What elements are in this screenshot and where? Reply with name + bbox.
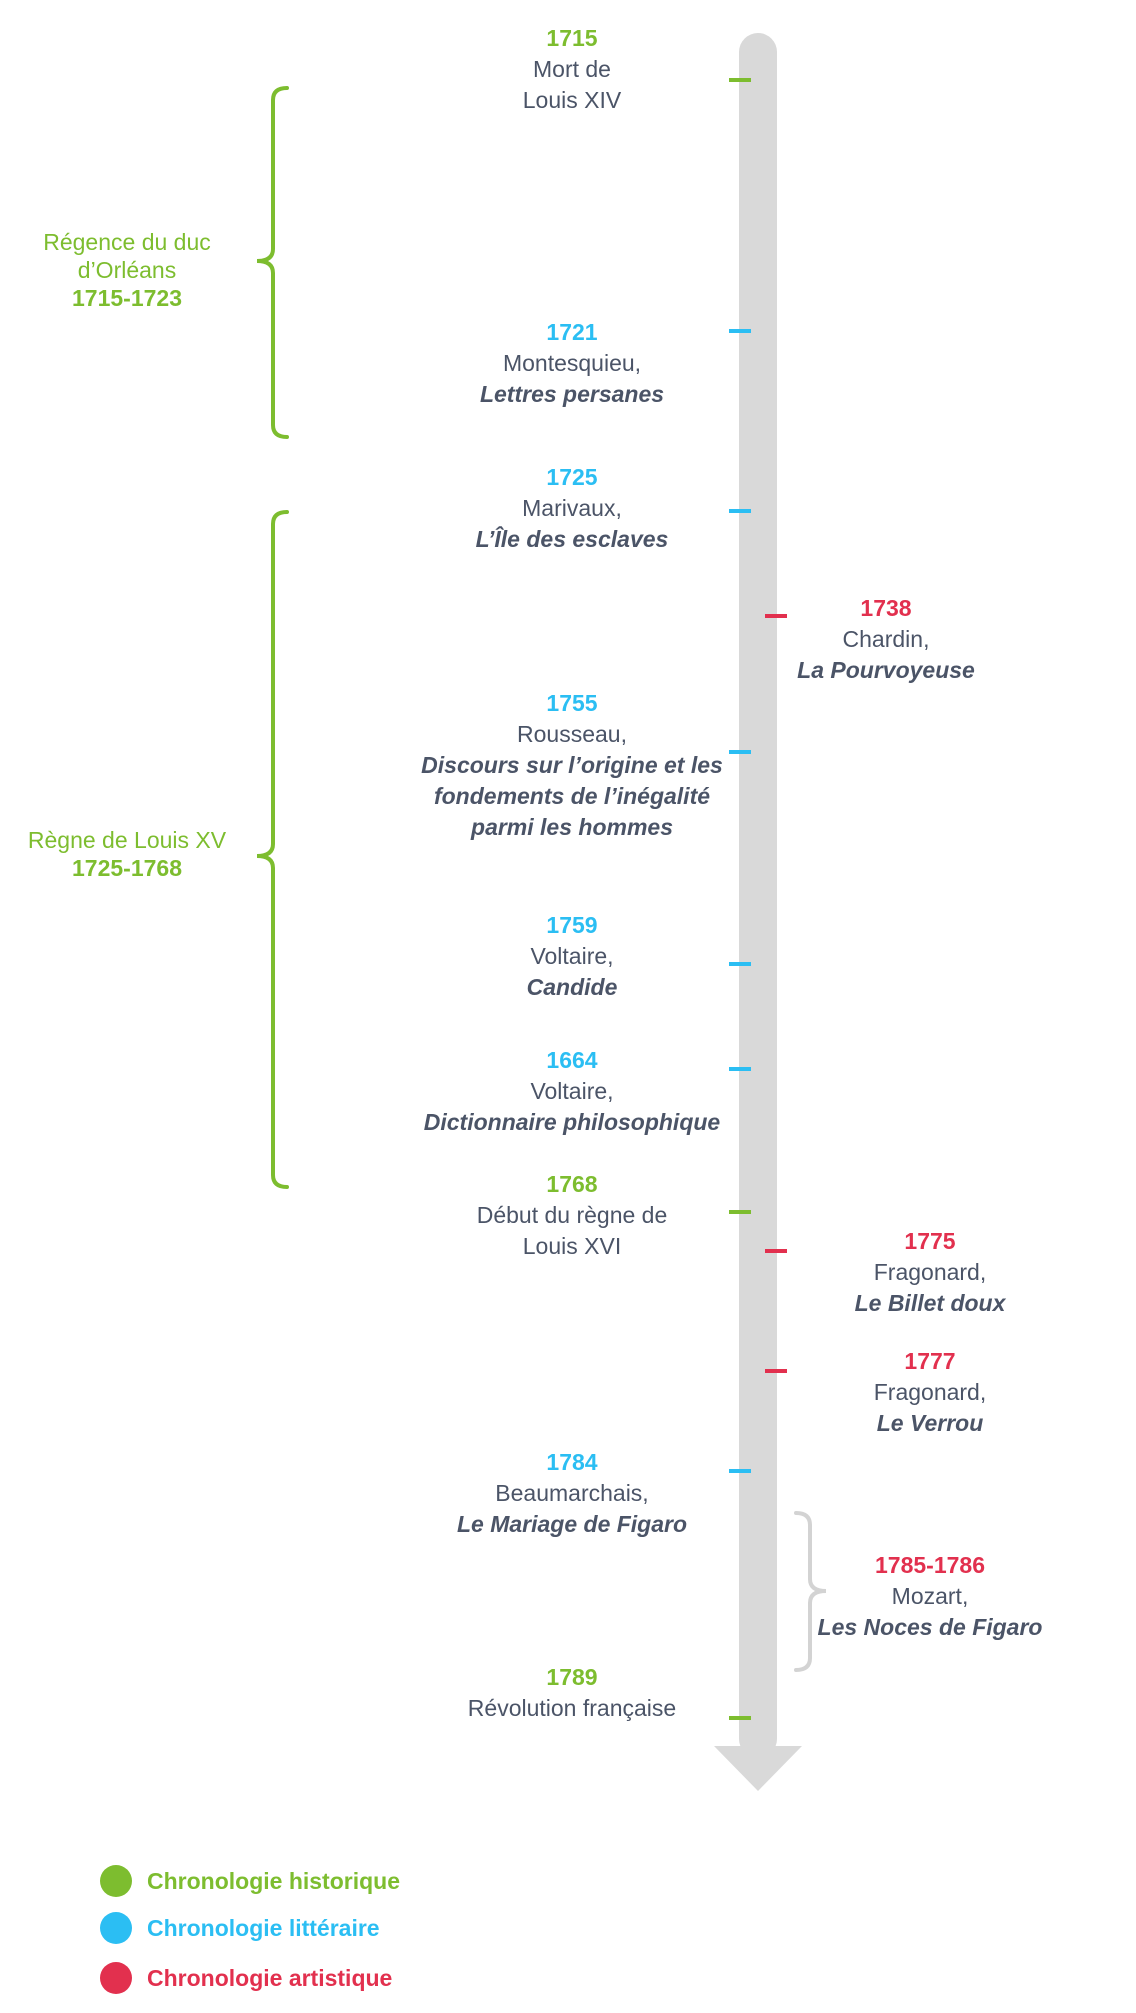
legend-label: Chronologie artistique: [147, 1964, 393, 1991]
event-label: Marivaux,: [522, 495, 622, 521]
event-label: Chardin,: [842, 626, 930, 652]
timeline-arrow-head: [714, 1746, 802, 1791]
event-work-title: fondements de l’inégalité: [433, 783, 711, 809]
event-work-title: Le Verrou: [876, 1410, 984, 1436]
event-label: Fragonard,: [873, 1259, 987, 1285]
event-year: 1664: [546, 1047, 598, 1073]
event-year: 1789: [546, 1664, 598, 1690]
period-label: Règne de Louis XV: [27, 827, 227, 853]
event-year: 1768: [546, 1171, 598, 1197]
event-work-title: Candide: [526, 974, 618, 1000]
event-work-title: Louis XIV: [522, 87, 622, 113]
event-label: Beaumarchais,: [495, 1480, 649, 1506]
legend-item-artistique: Chronologie artistique: [100, 1962, 392, 1994]
event-year: 1725: [546, 464, 598, 490]
event-label: Montesquieu,: [502, 350, 642, 376]
event-label: Mort de: [533, 56, 611, 82]
event-work-title: Dictionnaire philosophique: [423, 1109, 721, 1135]
event-year: 1775: [904, 1228, 956, 1254]
event-year: 1777: [904, 1348, 956, 1374]
legend-label: Chronologie littéraire: [147, 1914, 380, 1941]
legend-item-historique: Chronologie historique: [100, 1865, 400, 1897]
event-year: 1721: [546, 319, 598, 345]
event-label: Début du règne de: [476, 1202, 668, 1228]
event-label: Fragonard,: [873, 1379, 987, 1405]
legend-dot: [100, 1865, 132, 1897]
regence-bracket: [256, 86, 289, 439]
event-work-title: Louis XVI: [522, 1233, 622, 1259]
period-dates: 1715-1723: [72, 285, 182, 311]
event-label: Voltaire,: [530, 943, 614, 969]
event-label: Voltaire,: [530, 1078, 614, 1104]
event-work-title: L’Île des esclaves: [475, 526, 669, 552]
event-work-title: Discours sur l’origine et les: [421, 752, 723, 778]
louisxv-bracket: [256, 510, 289, 1189]
event-year: 1785-1786: [875, 1552, 985, 1578]
event-work-title: Lettres persanes: [479, 381, 665, 407]
event-label: Révolution française: [467, 1695, 677, 1721]
mozart-bracket: [794, 1511, 827, 1672]
period-dates: 1725-1768: [72, 855, 182, 881]
legend-item-litteraire: Chronologie littéraire: [100, 1912, 380, 1944]
event-year: 1738: [860, 595, 912, 621]
event-work-title: parmi les hommes: [471, 814, 673, 840]
event-label: Rousseau,: [517, 721, 627, 747]
event-year: 1715: [546, 25, 598, 51]
event-label: Mozart,: [891, 1583, 969, 1609]
event-work-title: La Pourvoyeuse: [797, 657, 975, 683]
event-work-title: Le Mariage de Figaro: [456, 1511, 688, 1537]
event-year: 1784: [546, 1449, 598, 1475]
period-label: Régence du duc: [43, 229, 211, 255]
event-year: 1755: [546, 690, 598, 716]
event-work-title: Le Billet doux: [854, 1290, 1006, 1316]
legend-label: Chronologie historique: [147, 1867, 400, 1894]
event-work-title: Les Noces de Figaro: [817, 1614, 1043, 1640]
legend-dot: [100, 1962, 132, 1994]
event-year: 1759: [546, 912, 598, 938]
legend-dot: [100, 1912, 132, 1944]
timeline-axis: [739, 33, 777, 1758]
period-label: d’Orléans: [77, 257, 177, 283]
